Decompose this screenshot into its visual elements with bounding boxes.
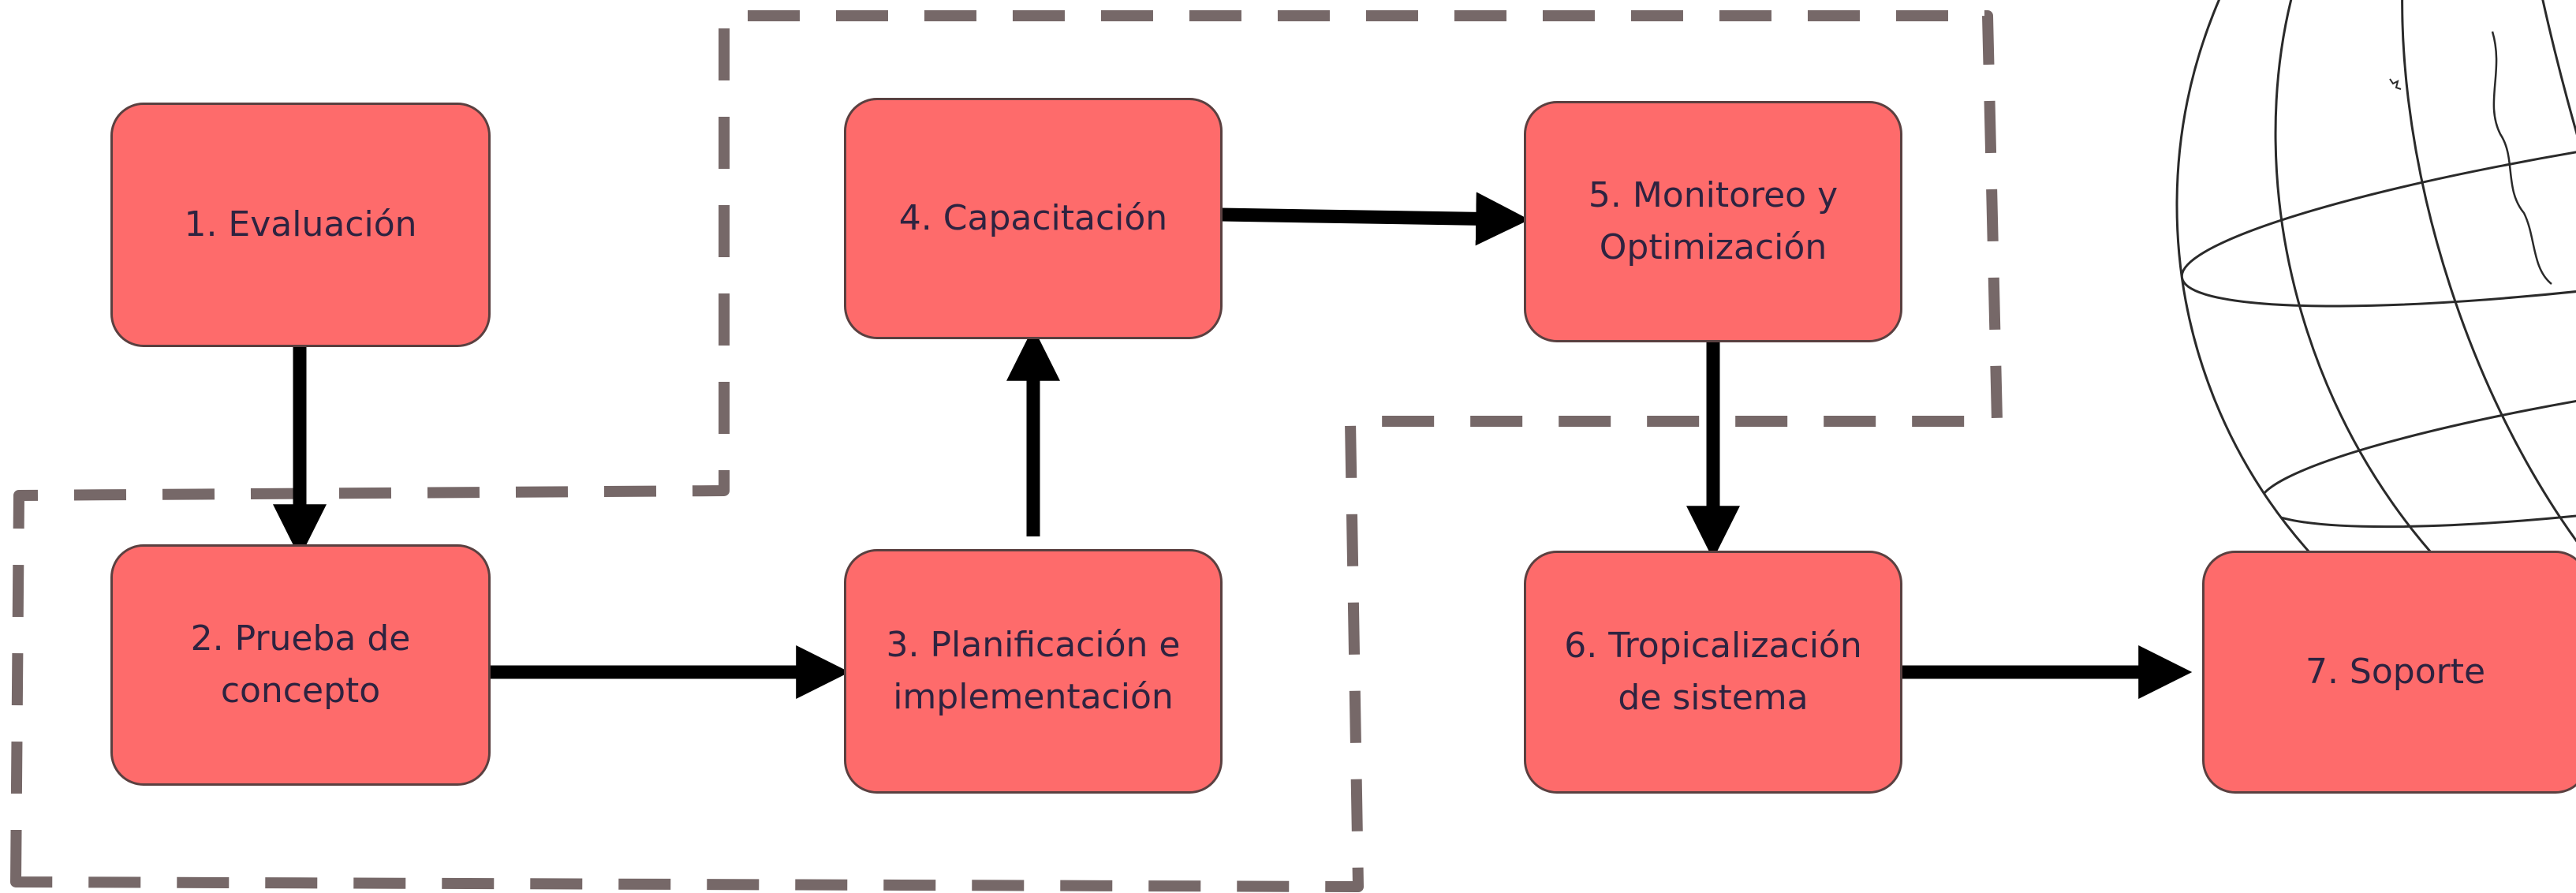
step-label: 5. Monitoreo y Optimización [1588,175,1839,267]
step-soporte: 7. Soporte [2202,551,2576,794]
step-label: 3. Planificación e implementación [886,625,1181,717]
step-evaluacion: 1. Evaluación [110,103,491,347]
step-label: 1. Evaluación [184,204,417,245]
phase-frame-left [10,10,2003,892]
step-tropicalizacion: 6. Tropicalización de sistema [1524,551,1902,794]
arrow-4-to-5 [1220,192,1530,246]
step-label: 6. Tropicalización de sistema [1564,626,1862,718]
step-prueba-de-concepto: 2. Prueba de concepto [110,544,491,786]
step-planificacion: 3. Planificación e implementación [844,549,1223,794]
step-capacitacion: 4. Capacitación [844,98,1223,339]
step-label: 7. Soporte [2305,652,2486,692]
step-label: 2. Prueba de concepto [190,618,411,711]
step-label: 4. Capacitación [898,198,1168,238]
step-monitoreo: 5. Monitoreo y Optimización [1524,101,1902,342]
